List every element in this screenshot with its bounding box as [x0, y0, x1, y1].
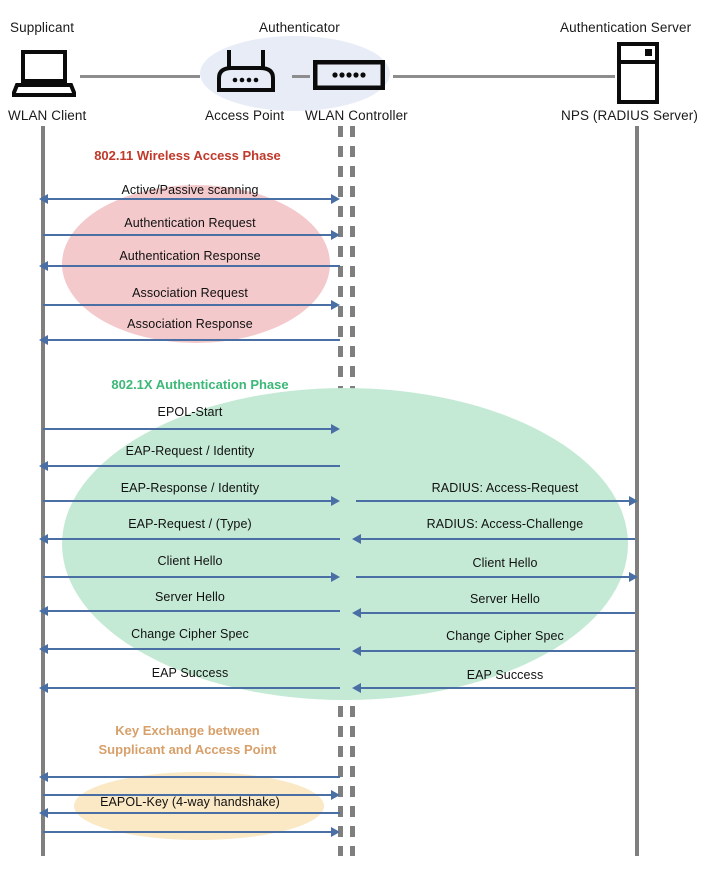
actor-role-authentication-server: Authentication Server [560, 20, 692, 35]
message-label-radius-access-challenge: RADIUS: Access-Challenge [426, 517, 584, 531]
message-arrow-authentication-response [47, 265, 340, 267]
arrowhead-left-change-cipher-spec-right [352, 646, 361, 656]
lifeline-supplicant [41, 126, 45, 856]
arrowhead-left-eap-success-left [39, 683, 48, 693]
arrowhead-left-eap-request-type [39, 534, 48, 544]
arrowhead-left-radius-access-challenge [352, 534, 361, 544]
arrowhead-right-epol-start [331, 424, 340, 434]
message-arrow-radius-access-request [356, 500, 630, 502]
phase-blob-key-exchange [74, 772, 324, 840]
message-label-authentication-response: Authentication Response [119, 249, 261, 263]
actor-device-wlan-controller: WLAN Controller [305, 108, 408, 123]
phase-label-dot1x: 802.1X Authentication Phase [111, 377, 289, 392]
message-label-authentication-request: Authentication Request [124, 216, 256, 230]
laptop-icon [10, 50, 78, 103]
arrowhead-right-client-hello-right [629, 572, 638, 582]
phase-blob-wireless-access [62, 185, 330, 343]
message-label-server-hello-right: Server Hello [470, 592, 540, 606]
message-label-server-hello-left: Server Hello [155, 590, 225, 604]
message-arrow-authentication-request [43, 234, 336, 236]
message-label-eap-request-identity: EAP-Request / Identity [125, 444, 255, 458]
actor-device-wlan-client: WLAN Client [8, 108, 87, 123]
message-arrow-client-hello-right [356, 576, 630, 578]
message-label-client-hello-right: Client Hello [472, 556, 538, 570]
wire-client-to-ap [80, 75, 200, 78]
phase-label-key-exchange: Key Exchange between Supplicant and Acce… [0, 721, 375, 759]
arrowhead-left-server-hello-right [352, 608, 361, 618]
lifeline-auth-server [635, 126, 639, 856]
arrowhead-left-eap-success-right [352, 683, 361, 693]
wireless-router-icon [215, 48, 277, 101]
message-arrow-change-cipher-spec-left [47, 648, 340, 650]
wire-ap-to-controller [292, 75, 310, 78]
message-arrow-eap-success-left [47, 687, 340, 689]
message-label-eap-success-left: EAP Success [151, 666, 229, 680]
actor-device-access-point: Access Point [205, 108, 285, 123]
message-label-eapol-key-handshake: EAPOL-Key (4-way handshake) [100, 795, 280, 809]
message-arrow-radius-access-challenge [360, 538, 635, 540]
authenticator-highlight-blob [200, 36, 390, 111]
arrowhead-right-authentication-request [331, 230, 340, 240]
arrowhead-right-eapol-key-2 [331, 790, 340, 800]
server-icon [616, 42, 660, 109]
message-label-eap-success-right: EAP Success [466, 668, 544, 682]
message-label-eap-request-type: EAP-Request / (Type) [128, 517, 252, 531]
message-label-change-cipher-spec-left: Change Cipher Spec [131, 627, 249, 641]
phase-label-key-exchange-line2: Supplicant and Access Point [98, 742, 277, 757]
actor-device-nps-radius: NPS (RADIUS Server) [561, 108, 698, 123]
actor-role-authenticator: Authenticator [259, 20, 340, 35]
message-label-association-response: Association Response [127, 317, 253, 331]
message-arrow-client-hello-left [43, 576, 336, 578]
message-label-client-hello-left: Client Hello [157, 554, 223, 568]
message-arrow-eapol-key-2 [43, 794, 336, 796]
arrowhead-right-client-hello-left [331, 572, 340, 582]
arrowhead-left-active-passive-scanning [39, 194, 48, 204]
message-label-active-passive-scanning: Active/Passive scanning [121, 183, 259, 197]
message-arrow-eap-request-identity [47, 465, 340, 467]
message-arrow-epol-start [43, 428, 336, 430]
arrowhead-right-eap-response-identity [331, 496, 340, 506]
message-label-radius-access-request: RADIUS: Access-Request [431, 481, 579, 495]
message-arrow-server-hello-right [360, 612, 635, 614]
actor-role-supplicant: Supplicant [10, 20, 75, 35]
phase-label-wireless-access: 802.11 Wireless Access Phase [94, 148, 281, 163]
message-label-eap-response-identity: EAP-Response / Identity [120, 481, 260, 495]
message-arrow-server-hello-left [47, 610, 340, 612]
arrowhead-left-change-cipher-spec-left [39, 644, 48, 654]
message-arrow-active-passive-scanning [47, 198, 336, 200]
message-arrow-change-cipher-spec-right [360, 650, 635, 652]
message-arrow-eapol-key-3 [47, 812, 340, 814]
arrowhead-left-authentication-response [39, 261, 48, 271]
arrowhead-right-active-passive-scanning [331, 194, 340, 204]
arrowhead-right-association-request [331, 300, 340, 310]
message-arrow-association-request [43, 304, 336, 306]
arrowhead-right-radius-access-request [629, 496, 638, 506]
message-arrow-eap-success-right [360, 687, 635, 689]
arrowhead-left-eapol-key-3 [39, 808, 48, 818]
message-label-epol-start: EPOL-Start [157, 405, 223, 419]
message-arrow-association-response [47, 339, 340, 341]
message-label-association-request: Association Request [132, 286, 248, 300]
arrowhead-left-server-hello-left [39, 606, 48, 616]
controller-icon [312, 59, 386, 95]
arrowhead-right-eapol-key-4 [331, 827, 340, 837]
message-arrow-eapol-key-1 [47, 776, 340, 778]
arrowhead-left-eap-request-identity [39, 461, 48, 471]
message-arrow-eapol-key-4 [43, 831, 336, 833]
phase-blob-dot1x [62, 388, 628, 700]
message-label-change-cipher-spec-right: Change Cipher Spec [446, 629, 564, 643]
wire-controller-to-server [393, 75, 615, 78]
message-arrow-eap-response-identity [43, 500, 336, 502]
phase-label-key-exchange-line1: Key Exchange between [115, 723, 260, 738]
arrowhead-left-association-response [39, 335, 48, 345]
message-arrow-eap-request-type [47, 538, 340, 540]
arrowhead-left-eapol-key-1 [39, 772, 48, 782]
